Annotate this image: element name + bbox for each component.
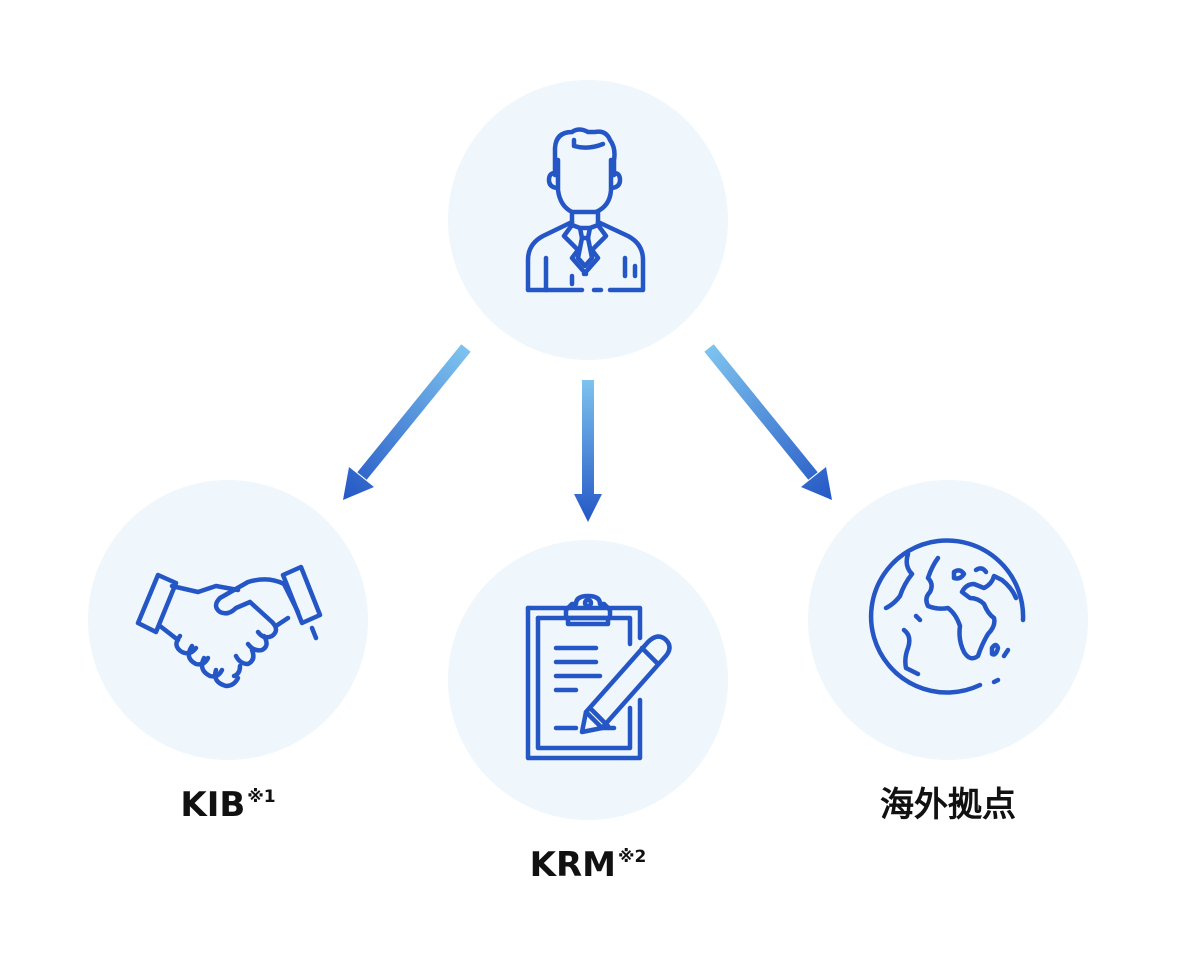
krm-label-text: KRM [529,845,616,885]
businessman-icon [448,80,728,360]
kib-node-circle [88,480,368,760]
kib-label-text: KIB [180,785,246,825]
globe-icon [808,480,1088,760]
krm-node-circle [448,540,728,820]
overseas-label-text: 海外拠点 [880,785,1016,825]
kib-note-marker: ※1 [247,787,276,807]
overseas-node-circle [808,480,1088,760]
arrow-to-kib [343,344,471,500]
clipboard-pen-icon [448,540,728,820]
arrow-to-overseas [704,344,832,500]
krm-label: KRM※2 [488,845,688,891]
handshake-icon [88,480,368,760]
top-node-circle [448,80,728,360]
kib-label: KIB※1 [128,785,328,831]
arrow-to-krm [574,380,602,522]
overseas-label: 海外拠点 [848,785,1048,825]
krm-note-marker: ※2 [618,847,647,867]
